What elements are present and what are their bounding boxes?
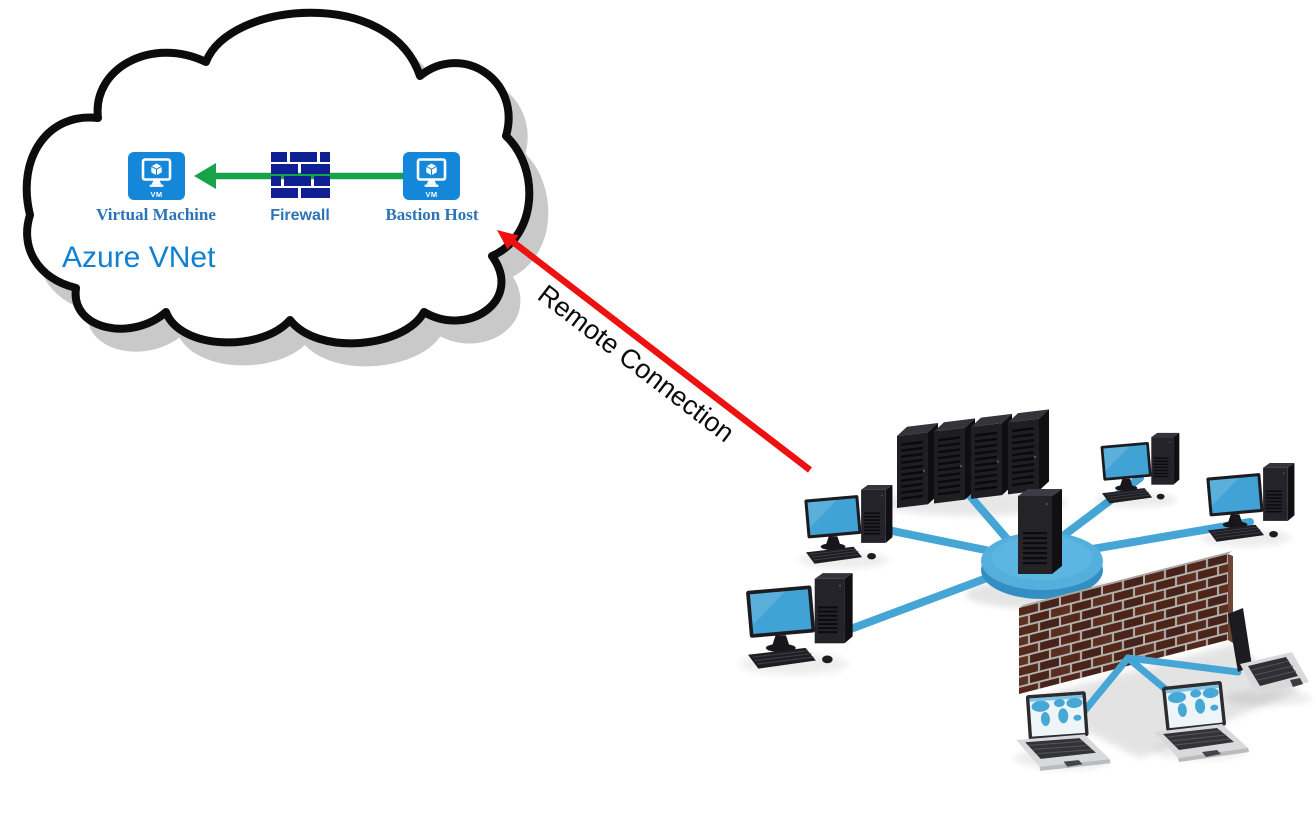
virtual-machine-label: Virtual Machine — [96, 205, 216, 224]
laptop-screen-back — [1228, 608, 1252, 672]
laptop-keyboard — [1248, 657, 1298, 686]
link-hub-desktop-2 — [844, 571, 999, 634]
on-premises-network — [739, 409, 1312, 773]
hub-server — [981, 489, 1103, 599]
link-hub-desktop-1 — [874, 524, 999, 556]
firewall-icon — [271, 152, 330, 198]
vm-badge: VM — [150, 190, 162, 199]
remote-connection-line — [511, 239, 812, 473]
link-wall-laptop-3 — [1124, 654, 1242, 676]
remote-connection-group: Remote Connection — [497, 230, 812, 473]
desktop-computer-2 — [739, 573, 853, 674]
hub-tower — [1018, 489, 1062, 574]
laptop-touchpad — [1290, 678, 1303, 687]
laptop-side-view — [1224, 608, 1312, 706]
azure-vnet-title: Azure VNet — [62, 241, 216, 274]
desktop-computer-4 — [1200, 463, 1294, 547]
vm-badge: VM — [425, 190, 437, 199]
firewall-label: Firewall — [270, 207, 330, 224]
link-hub-desktop-4 — [1071, 518, 1254, 556]
wall-front-face — [1019, 553, 1228, 694]
bastion-host-label: Bastion Host — [385, 205, 478, 224]
wall-top-face — [1019, 551, 1232, 608]
traffic-arrowhead — [194, 163, 216, 189]
desktop-computer-3 — [1095, 433, 1179, 508]
desktop-computer-1 — [798, 485, 892, 569]
remote-connection-label: Remote Connection — [532, 279, 740, 448]
remote-connection-arrowhead — [497, 230, 519, 250]
azure-cloud-group: VM Virtual Machine Firewall VM Bastion H… — [27, 13, 545, 363]
